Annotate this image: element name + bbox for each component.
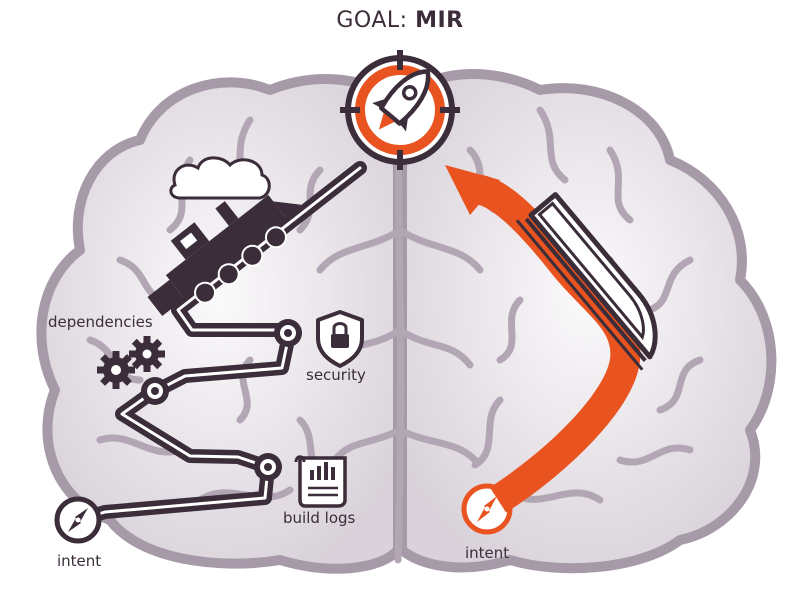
- label-security: security: [306, 366, 366, 384]
- shield-lock-icon: [316, 310, 364, 368]
- path-node-security: [274, 319, 302, 347]
- steam-train-icon: [147, 156, 302, 316]
- document-chart-icon: [294, 455, 347, 508]
- compass-icon: [54, 496, 102, 544]
- label-intent-right: intent: [465, 544, 510, 562]
- label-build-logs: build logs: [283, 509, 356, 527]
- label-intent-left: intent: [57, 552, 102, 570]
- bullet-train-icon: [515, 192, 658, 371]
- goal-title: GOAL: MIR: [0, 8, 800, 33]
- gears-icon: [97, 336, 165, 389]
- path-node-dependencies: [141, 377, 169, 405]
- left-path-inner: [83, 166, 362, 520]
- goal-target: MIR: [415, 8, 464, 33]
- path-node-build-logs: [254, 453, 282, 481]
- goal-prefix: GOAL:: [336, 8, 408, 33]
- rocket-icon: [372, 69, 431, 132]
- label-dependencies: dependencies: [48, 313, 153, 331]
